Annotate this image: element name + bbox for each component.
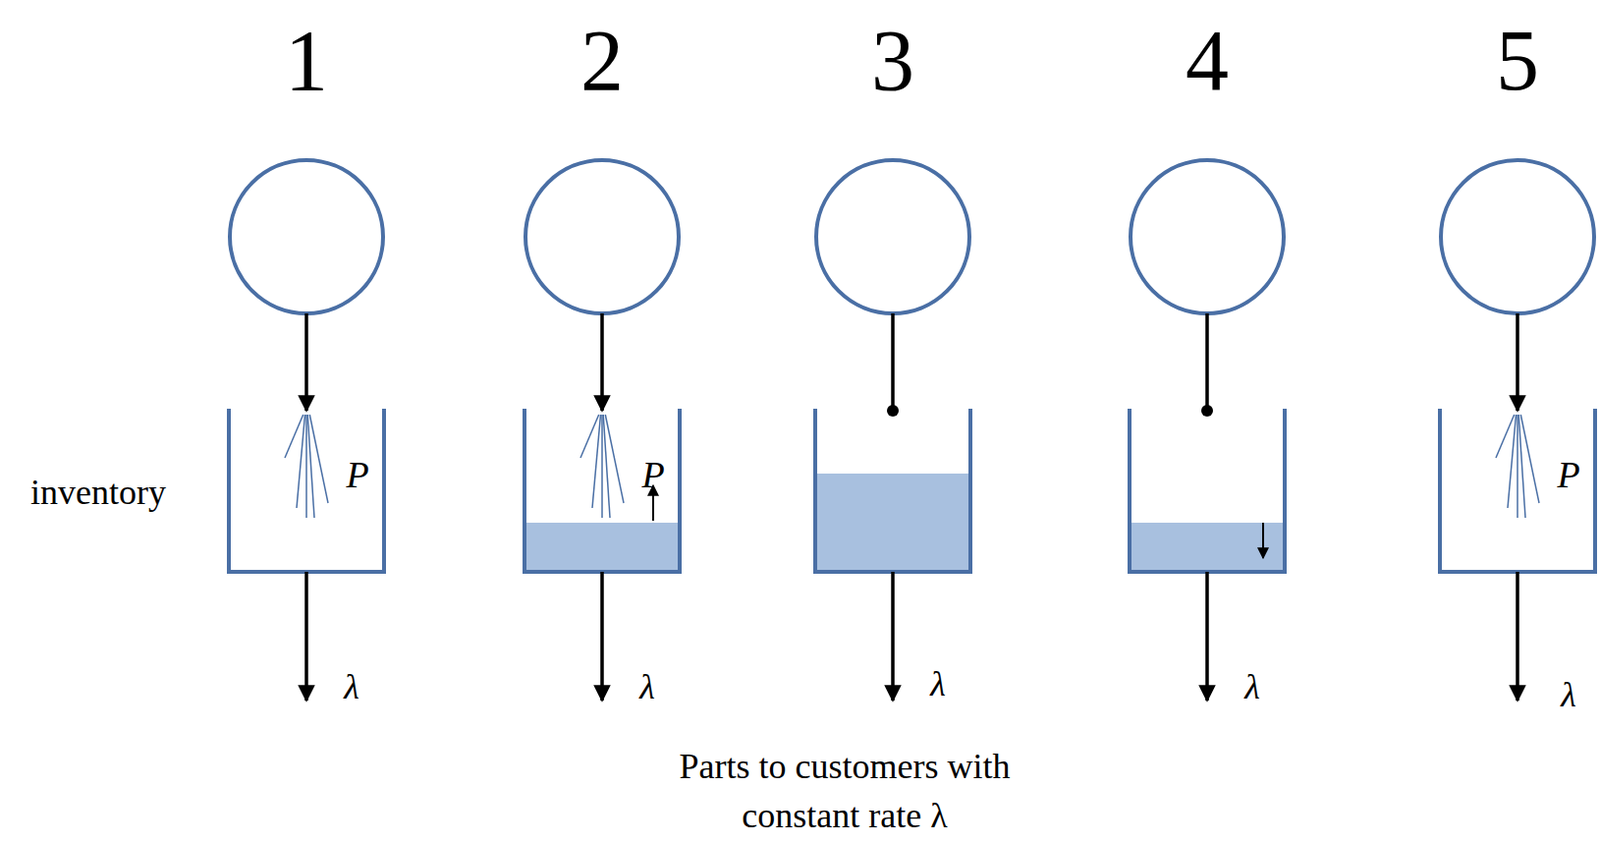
- demand-arrow: [304, 571, 309, 701]
- production-spray: [284, 414, 304, 458]
- demand-rate: λ: [1560, 675, 1577, 716]
- production-rate: P: [1556, 454, 1580, 497]
- column-number: 4: [1185, 13, 1229, 110]
- machine-circle: [1130, 160, 1284, 314]
- production-arrow: [304, 313, 309, 411]
- machine-stem: [890, 313, 895, 411]
- production-spray: [1495, 414, 1515, 458]
- column-number: 1: [284, 13, 329, 110]
- caption: Parts to customers with constant rate λ: [677, 741, 1012, 841]
- production-spray: [1507, 414, 1517, 508]
- production-spray: [305, 414, 308, 518]
- inventory-level: [524, 522, 680, 572]
- demand-arrow: [890, 571, 895, 701]
- production-spray: [296, 414, 306, 508]
- production-spray: [605, 414, 624, 503]
- demand-rate: λ: [343, 667, 360, 708]
- machine-idle-dot: [1201, 404, 1214, 417]
- axis-label: inventory: [30, 473, 166, 513]
- machine-stem: [1205, 313, 1210, 411]
- level-falling-arrow: [1262, 522, 1265, 558]
- demand-arrow: [1515, 571, 1520, 701]
- inventory-bucket: [1439, 408, 1596, 572]
- demand-arrow: [600, 571, 605, 701]
- production-spray: [1520, 414, 1540, 503]
- production-spray: [309, 414, 329, 503]
- demand-rate: λ: [1244, 667, 1261, 708]
- inventory-bucket: [815, 408, 971, 572]
- inventory-level: [815, 473, 971, 572]
- column-number: 2: [580, 13, 624, 110]
- machine-idle-dot: [886, 404, 899, 417]
- column-number: 3: [871, 13, 915, 110]
- column-number: 5: [1495, 13, 1540, 110]
- production-spray: [592, 414, 602, 508]
- production-spray: [601, 414, 604, 518]
- production-spray: [580, 414, 600, 458]
- demand-rate: λ: [639, 667, 656, 708]
- inventory-bucket: [228, 408, 385, 572]
- inventory-level: [1129, 522, 1285, 572]
- production-arrow: [1515, 313, 1520, 411]
- production-rate: P: [641, 454, 664, 497]
- inventory-bucket: [1129, 408, 1285, 572]
- machine-circle: [525, 160, 679, 314]
- inventory-bucket: [524, 408, 680, 572]
- machine-circle: [1440, 160, 1595, 314]
- demand-rate: λ: [930, 664, 946, 705]
- production-spray: [1516, 414, 1519, 518]
- demand-arrow: [1205, 571, 1210, 701]
- machine-circle: [229, 160, 384, 314]
- production-rate: P: [345, 454, 369, 497]
- production-arrow: [600, 313, 605, 411]
- machine-circle: [816, 160, 970, 314]
